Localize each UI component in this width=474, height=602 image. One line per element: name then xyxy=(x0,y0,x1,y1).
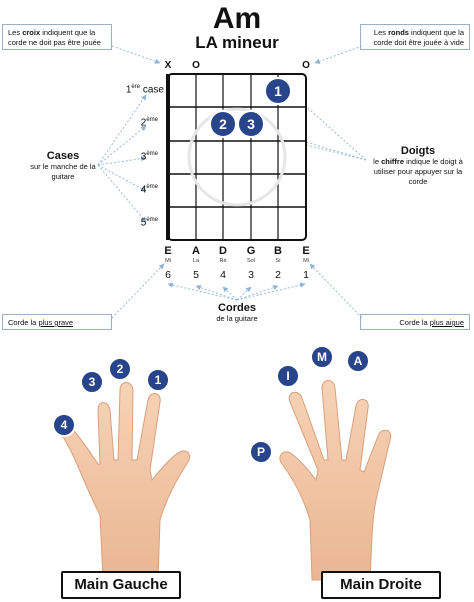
callout-grave: Corde la plus grave xyxy=(2,314,112,330)
chord-subtitle: LA mineur xyxy=(195,33,279,52)
right-hand xyxy=(279,380,392,581)
cases-label: Cases sur le manche de la guitare xyxy=(30,150,96,181)
finger-dot-2: 2 xyxy=(209,110,237,138)
right-hand-label: Main Droite xyxy=(321,571,441,599)
right-hand-finger-i: I xyxy=(276,364,300,388)
string-number-2: 5 xyxy=(193,269,199,281)
left-hand-label: Main Gauche xyxy=(61,571,181,599)
fret-label-1: 1ère case xyxy=(125,84,164,96)
right-hand-finger-m: M xyxy=(310,345,334,369)
fret-label-2: 2ème xyxy=(140,117,158,129)
left-hand xyxy=(58,382,191,581)
string-note-5: B xyxy=(274,245,282,257)
right-hand-finger-a: A xyxy=(346,349,370,373)
string-mark-1: X xyxy=(164,60,172,71)
callout-aigue: Corde la plus aigue xyxy=(360,314,470,330)
callout-ronds: Les ronds indiquent que la corde doit êt… xyxy=(360,24,470,50)
fretboard xyxy=(166,73,307,241)
string-number-4: 3 xyxy=(248,269,254,281)
string-note-1: E xyxy=(164,245,172,257)
doigts-label: Doigts le chiffre indique le doigt à uti… xyxy=(373,145,463,186)
cordes-label: Cordes de la guitare xyxy=(216,302,258,323)
left-hand-finger-3: 3 xyxy=(80,370,104,394)
string-note-fr-5: Si xyxy=(275,258,281,264)
string-note-fr-3: Ré xyxy=(219,258,227,264)
string-note-6: E xyxy=(302,245,310,257)
left-hand-finger-4: 4 xyxy=(52,413,76,437)
string-note-2: A xyxy=(192,245,200,257)
left-hand-finger-2: 2 xyxy=(108,357,132,381)
string-note-fr-6: Mi xyxy=(303,258,309,264)
hands-illustration xyxy=(58,380,392,581)
string-mark-2: O xyxy=(192,60,200,71)
finger-dot-3: 3 xyxy=(237,110,265,138)
fret-label-5: 5ème xyxy=(140,217,158,229)
callout-croix: Les croix indiquent que la corde ne doit… xyxy=(2,24,112,50)
string-note-fr-4: Sol xyxy=(247,258,255,264)
left-hand-finger-1: 1 xyxy=(146,368,170,392)
fret-label-4: 4ème xyxy=(140,184,158,196)
string-note-fr-2: La xyxy=(192,258,200,264)
finger-dot-1: 1 xyxy=(264,77,292,105)
string-number-5: 2 xyxy=(275,269,281,281)
string-note-4: G xyxy=(246,245,256,257)
string-number-1: 6 xyxy=(165,269,171,281)
string-number-6: 1 xyxy=(303,269,309,281)
string-note-3: D xyxy=(219,245,227,257)
arrow-ronds xyxy=(314,45,363,64)
chord-title: Am xyxy=(212,2,262,35)
right-hand-finger-p: P xyxy=(249,440,273,464)
string-note-fr-1: Mi xyxy=(165,258,171,264)
string-mark-6: O xyxy=(302,60,310,71)
arrow-croix xyxy=(111,45,161,64)
string-number-3: 4 xyxy=(220,269,226,281)
fret-label-3: 3ème xyxy=(140,151,158,163)
